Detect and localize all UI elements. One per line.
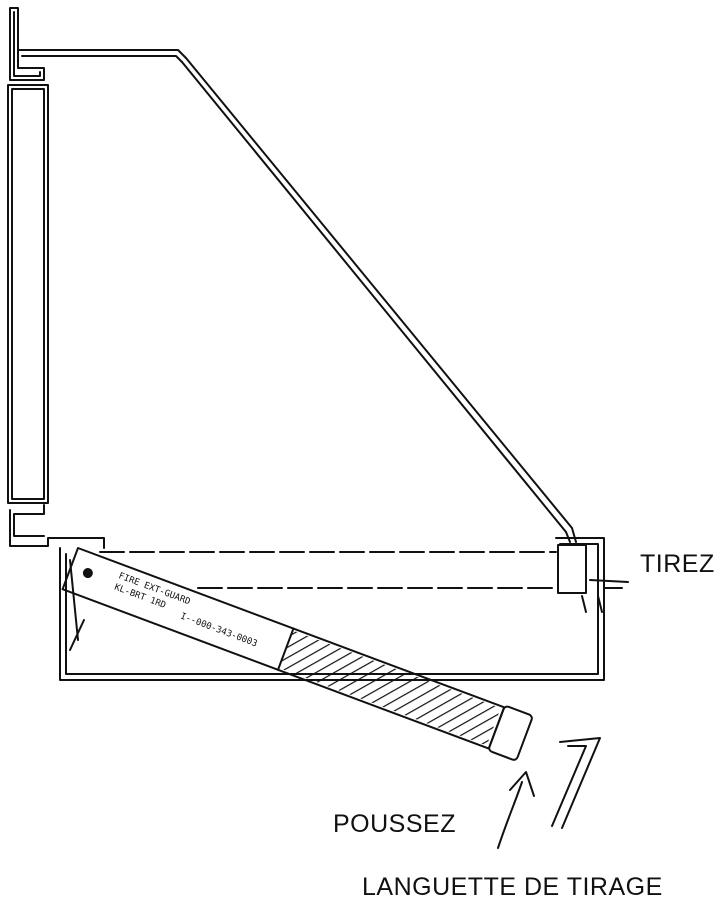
cartridge: FIRE EXT-GUARD KL-BRT 1RD I--000-343-000… [61,547,533,761]
cartridge-hatched-end [278,630,501,746]
pull-tab [559,737,601,829]
top-wall-hook [9,7,45,81]
latch-block [557,544,587,594]
cartridge-screw [82,568,93,579]
left-corner-mark [69,559,79,641]
push-arrow-shaft [497,781,523,849]
pull-label: TIREZ [640,550,715,578]
wall-panel-inner [11,88,45,500]
latch-tick-2 [597,595,603,613]
top-bracket-arm-inner [21,55,183,63]
pull-tab-label: LANGUETTE DE TIRAGE [362,873,663,901]
wall-panel [7,84,49,504]
diagonal-brace [185,57,577,543]
pull-tab-inner [551,745,587,827]
tray-body [59,537,605,681]
bottom-wall-hook [13,504,45,537]
bottom-wall-hook-outer [9,509,105,549]
diagonal-brace-inner [181,61,571,543]
top-bracket-arm [17,49,187,59]
left-corner-curve [69,619,85,651]
latch-tick-1 [581,595,587,613]
push-label: POUSSEZ [333,810,456,838]
push-arrow-head [509,771,535,797]
cartridge-cap [488,705,533,761]
top-wall-hook-inner [13,11,41,77]
svg-text:I--000-343-0003: I--000-343-0003 [179,612,259,650]
latch-pin [589,579,629,583]
